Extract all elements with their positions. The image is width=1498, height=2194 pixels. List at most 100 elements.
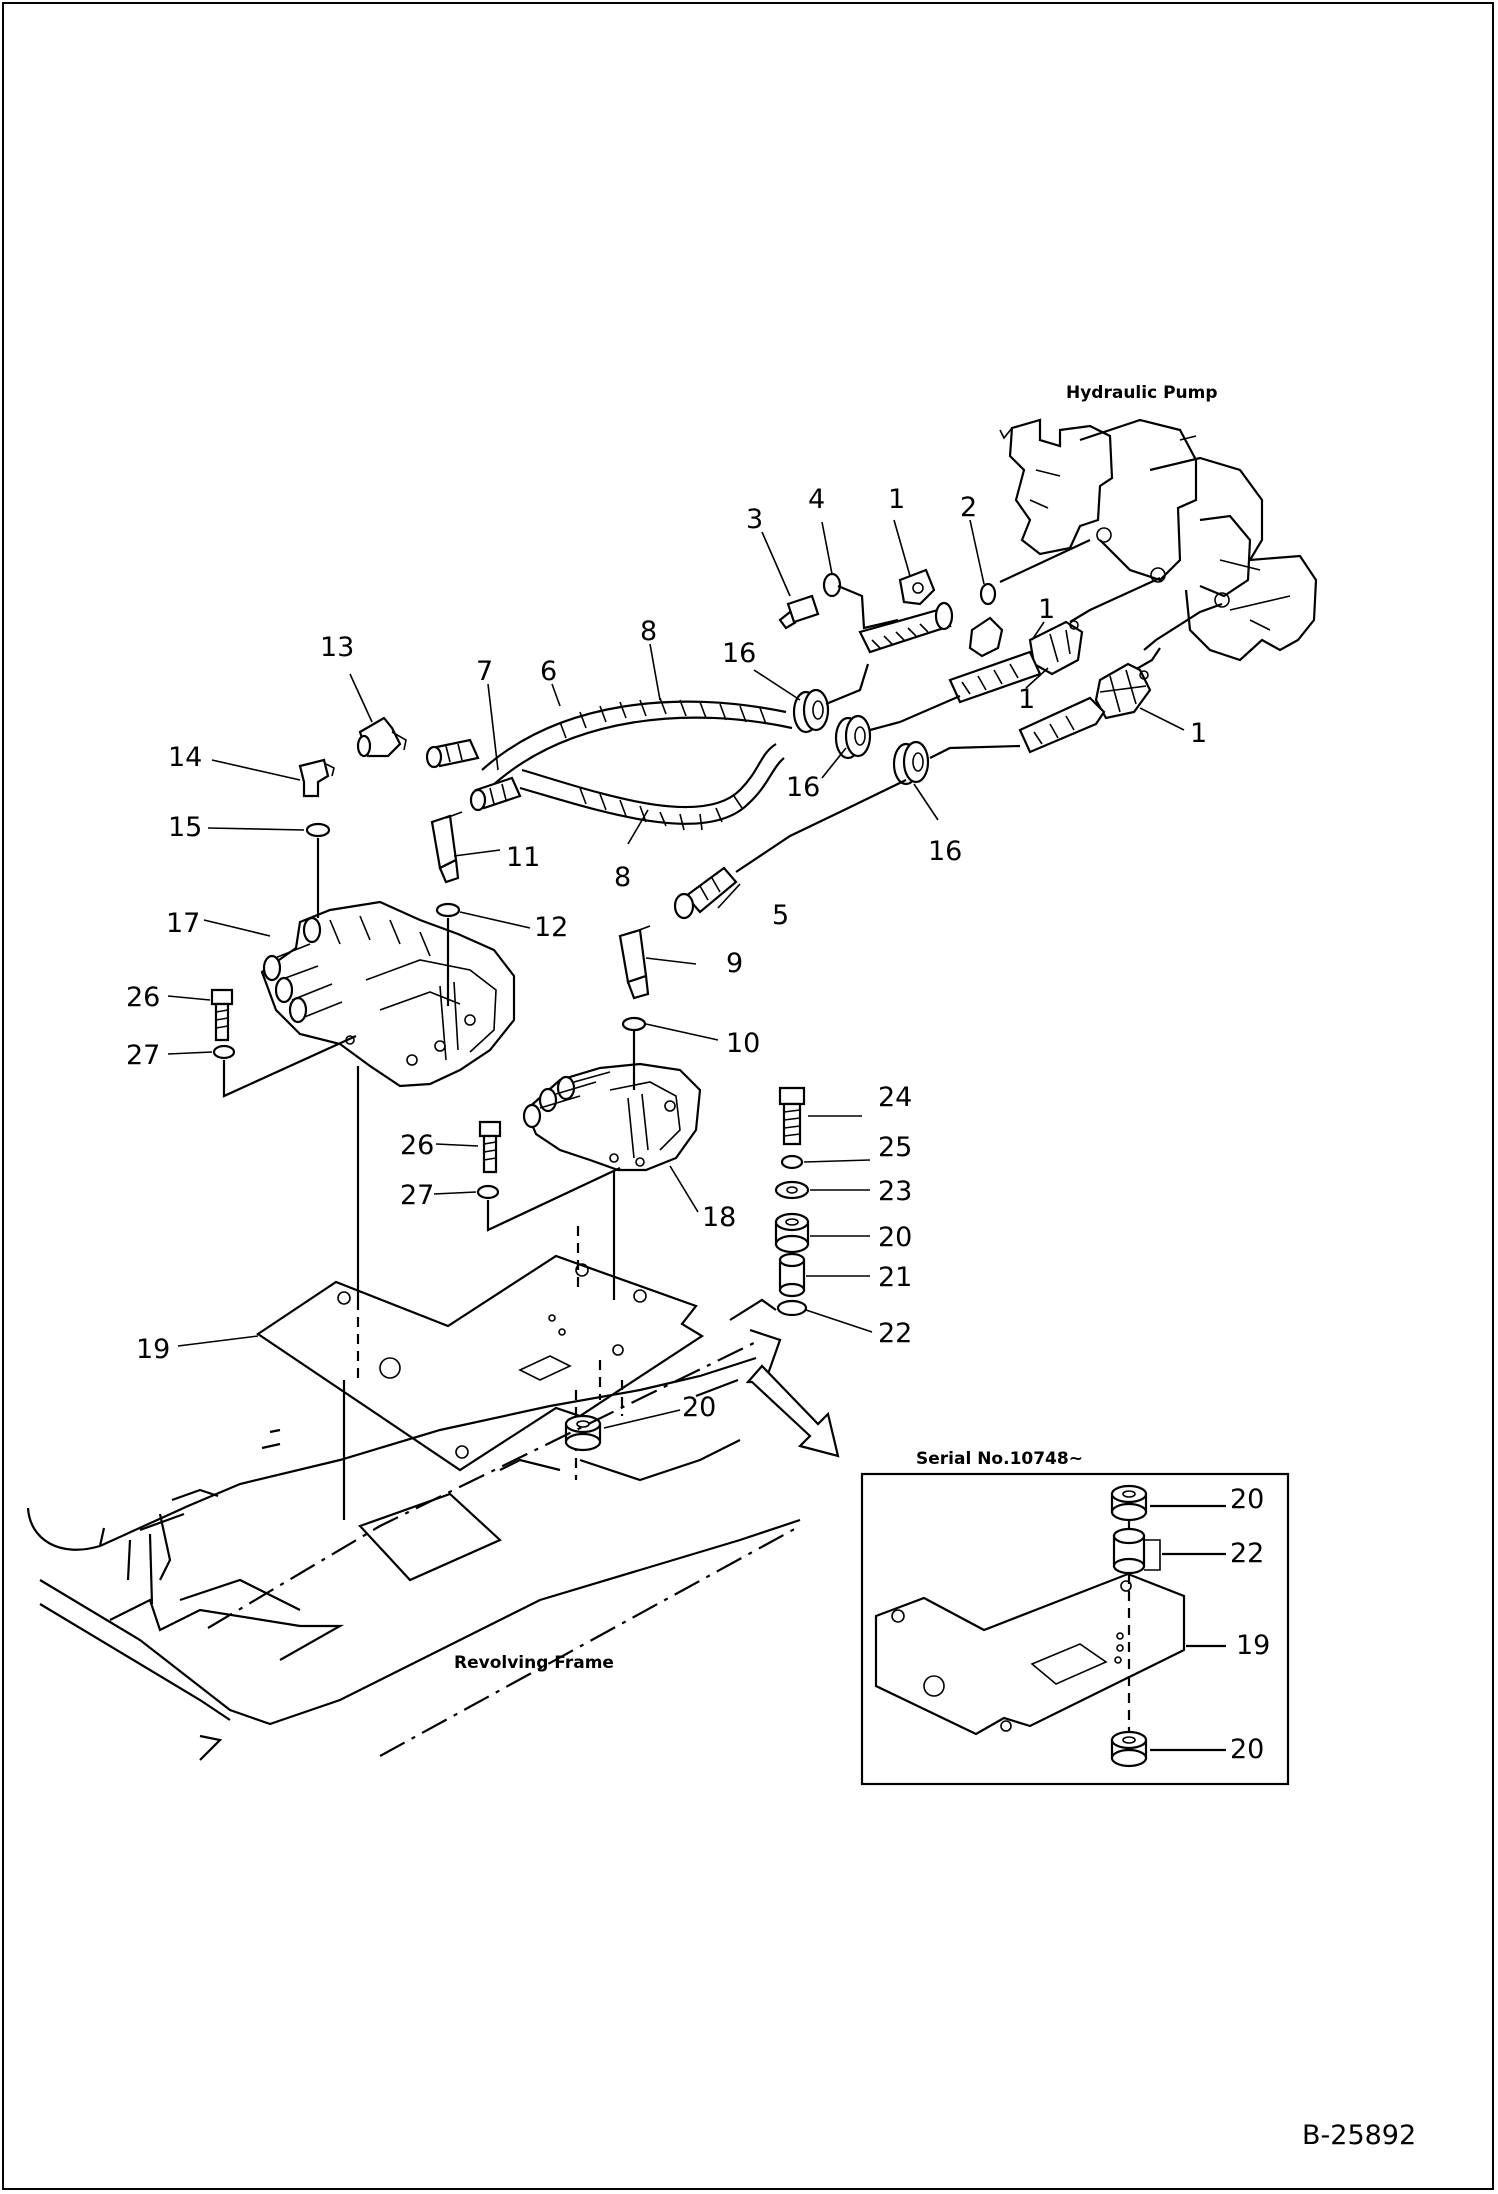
flange-assembly-1b bbox=[1094, 662, 1152, 720]
callout-25: 25 bbox=[878, 1132, 912, 1163]
revolving-frame bbox=[26, 1328, 801, 1761]
callout-1: 1 bbox=[1190, 718, 1207, 749]
leader-22-plate bbox=[729, 1298, 777, 1321]
link-16a bbox=[825, 663, 870, 706]
callout-8: 8 bbox=[614, 862, 631, 893]
spiral-hose-8-upper bbox=[481, 697, 793, 787]
callout-numbers: 1 1 1 1 2 3 4 5 6 7 8 8 9 10 11 12 13 14… bbox=[126, 484, 1270, 1765]
collar-21 bbox=[778, 1252, 806, 1298]
bolt-24 bbox=[778, 1086, 806, 1146]
callout-13: 13 bbox=[320, 632, 354, 663]
callout-5: 5 bbox=[772, 900, 789, 931]
callout-19: 19 bbox=[1236, 1630, 1270, 1661]
connector-11 bbox=[430, 811, 463, 884]
split-flange-1-upper bbox=[898, 568, 936, 606]
washer-27-left bbox=[212, 1044, 236, 1060]
washer-25 bbox=[780, 1154, 804, 1170]
mounting-plate-19 bbox=[256, 1254, 705, 1472]
fitting-5 bbox=[673, 866, 738, 920]
callout-22: 22 bbox=[1230, 1538, 1264, 1569]
callout-1: 1 bbox=[1038, 594, 1055, 625]
washer-22 bbox=[776, 1299, 808, 1317]
detail-arrow bbox=[745, 1364, 840, 1458]
washer-23 bbox=[774, 1180, 810, 1200]
callout-7: 7 bbox=[476, 656, 493, 687]
flange-bolt-3 bbox=[778, 594, 820, 630]
callout-9: 9 bbox=[726, 948, 743, 979]
reducer-16a bbox=[792, 688, 830, 734]
callout-24: 24 bbox=[878, 1082, 912, 1113]
callout-2: 2 bbox=[960, 492, 977, 523]
link-16c bbox=[929, 744, 1021, 759]
o-ring-10 bbox=[621, 1016, 647, 1032]
bolt-26-mid bbox=[478, 1120, 502, 1174]
callout-20: 20 bbox=[1230, 1484, 1264, 1515]
serial-number-label: Serial No.10748~ bbox=[916, 1449, 1083, 1469]
leader-27-18 bbox=[486, 1167, 621, 1232]
inset-rubber-mount-20-top bbox=[1110, 1484, 1148, 1522]
callout-23: 23 bbox=[878, 1176, 912, 1207]
callout-1: 1 bbox=[888, 484, 905, 515]
hose-1b bbox=[1018, 696, 1106, 754]
hydraulic-pump bbox=[999, 418, 1318, 662]
callout-27: 27 bbox=[400, 1180, 434, 1211]
callout-18: 18 bbox=[702, 1202, 736, 1233]
o-ring-12 bbox=[435, 902, 461, 918]
flange-assembly-1a bbox=[1028, 620, 1084, 676]
suction-hose-upper bbox=[858, 601, 954, 654]
callout-14: 14 bbox=[168, 742, 202, 773]
callout-19: 19 bbox=[136, 1334, 170, 1365]
callout-10: 10 bbox=[726, 1028, 760, 1059]
callout-27: 27 bbox=[126, 1040, 160, 1071]
callout-leaders bbox=[167, 519, 1185, 1429]
callout-20: 20 bbox=[1230, 1734, 1264, 1765]
rubber-mount-20 bbox=[774, 1212, 810, 1254]
inset-collar-22 bbox=[1112, 1527, 1161, 1575]
callout-16: 16 bbox=[928, 836, 962, 867]
leader-27-17 bbox=[222, 1034, 357, 1098]
callout-4: 4 bbox=[808, 484, 825, 515]
callout-16: 16 bbox=[786, 772, 820, 803]
callout-21: 21 bbox=[878, 1262, 912, 1293]
hose-fitting-6 bbox=[469, 776, 522, 812]
callout-17: 17 bbox=[166, 908, 200, 939]
pump-leader-2 bbox=[1069, 576, 1161, 623]
hose-1a bbox=[948, 650, 1042, 704]
elbow-13 bbox=[356, 716, 407, 758]
connector-9 bbox=[618, 925, 651, 1000]
reducer-16b bbox=[834, 714, 872, 760]
callout-26: 26 bbox=[400, 1130, 434, 1161]
flange-half-1 bbox=[968, 616, 1004, 658]
fitting-5-link bbox=[735, 779, 907, 873]
pump-leader-3 bbox=[1143, 602, 1223, 651]
washer-4 bbox=[822, 572, 842, 598]
callout-8: 8 bbox=[640, 616, 657, 647]
callout-26: 26 bbox=[126, 982, 160, 1013]
callout-6: 6 bbox=[540, 656, 557, 687]
callout-16: 16 bbox=[722, 638, 756, 669]
control-valve-17 bbox=[260, 900, 516, 1088]
pump-leader-1 bbox=[999, 539, 1091, 583]
hose-fitting-7 bbox=[425, 738, 480, 769]
callout-12: 12 bbox=[534, 912, 568, 943]
control-valve-18 bbox=[522, 1062, 702, 1172]
o-ring-15 bbox=[305, 822, 331, 838]
hydraulic-pump-label: Hydraulic Pump bbox=[1066, 383, 1218, 403]
callout-20: 20 bbox=[878, 1222, 912, 1253]
inset-rubber-mount-20-bottom bbox=[1110, 1730, 1148, 1768]
bolt-26-left bbox=[210, 988, 234, 1042]
callout-3: 3 bbox=[746, 504, 763, 535]
callout-11: 11 bbox=[506, 842, 540, 873]
reducer-16c bbox=[892, 740, 930, 786]
callout-15: 15 bbox=[168, 812, 202, 843]
revolving-frame-label: Revolving Frame bbox=[454, 1653, 614, 1673]
washer-27-mid bbox=[476, 1184, 500, 1200]
serial-inset bbox=[860, 1472, 1290, 1786]
spiral-hose-8-lower bbox=[519, 743, 785, 831]
inset-plate-19 bbox=[874, 1572, 1186, 1736]
o-ring-2 bbox=[979, 582, 997, 606]
callout-20: 20 bbox=[682, 1392, 716, 1423]
link-16b bbox=[869, 694, 961, 732]
